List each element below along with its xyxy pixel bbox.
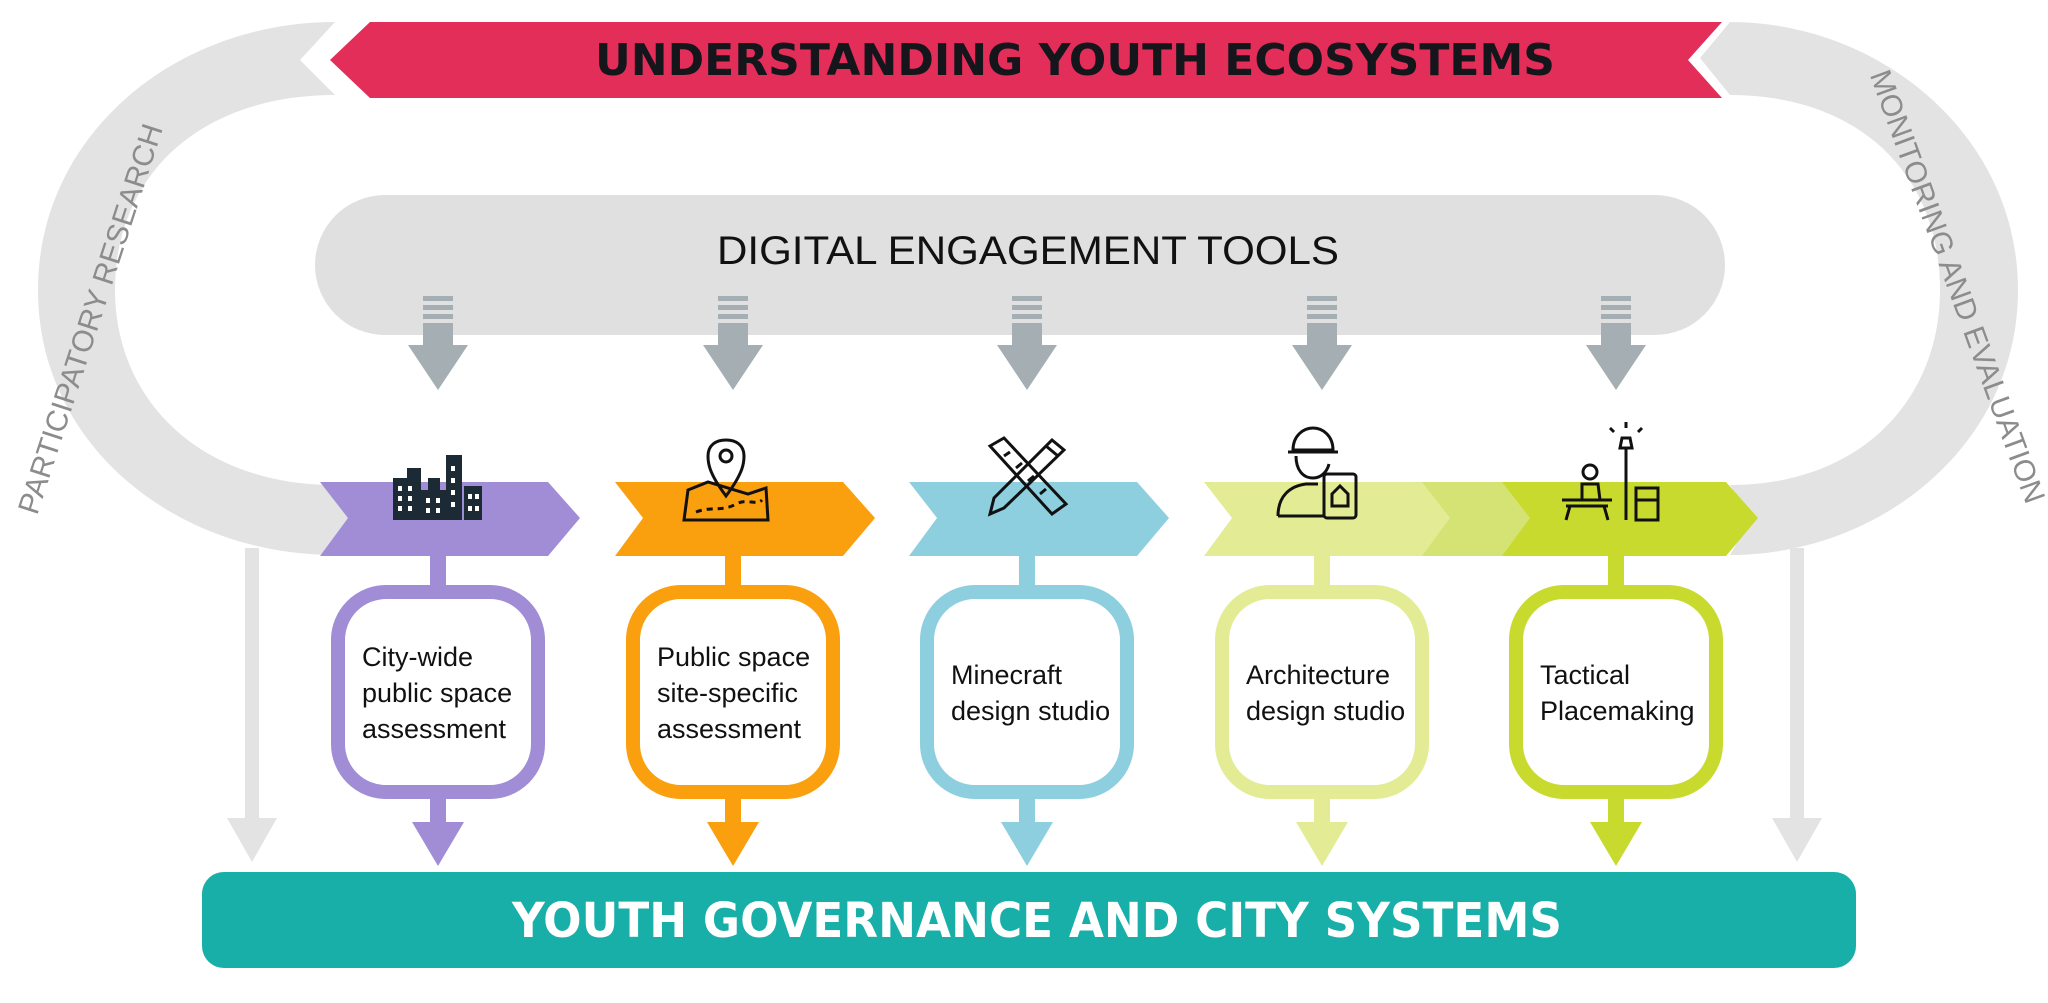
stage-down-arrow [1001,822,1053,866]
left-side-down-arrow [227,548,277,862]
stage-down-connector [725,798,741,824]
stage-down-arrow [412,822,464,866]
top-banner-title: UNDERSTANDING YOUTH ECOSYSTEMS [595,35,1555,86]
stage-connector [430,556,446,586]
tool-down-arrow [1292,296,1352,390]
stage-connector [1314,556,1330,586]
stage-box [331,585,545,799]
stage-connector [1608,556,1624,586]
stage-label-line: City-wide [362,642,473,672]
stage-down-connector [1314,798,1330,824]
stage-down-connector [1019,798,1035,824]
bottom-banner-title: YOUTH GOVERNANCE AND CITY SYSTEMS [511,893,1562,949]
stage-card: Public space site-specific assessment [626,556,840,866]
stage-label-line: Placemaking [1540,696,1695,726]
stage-down-arrow [1590,822,1642,866]
digital-tools-title: DIGITAL ENGAGEMENT TOOLS [717,229,1339,273]
stage-card: Architecture design studio [1215,556,1429,866]
tool-down-arrow [1586,296,1646,390]
stage-label-line: design studio [951,696,1110,726]
linking-chevron [1422,482,1530,556]
bottom-banner-shape [202,872,1856,968]
digital-tool-arrows [408,296,1646,390]
architect-icon [1276,426,1358,520]
stage-connector [725,556,741,586]
tool-down-arrow [408,296,468,390]
stage-chevron [1498,482,1758,556]
stage-label-line: site-specific [657,678,798,708]
stage-label-line: design studio [1246,696,1405,726]
stage-card: City-wide public space assessment [331,556,545,866]
map-pin-icon [682,438,770,522]
right-side-down-arrow [1772,548,1822,862]
stage-down-connector [1608,798,1624,824]
digital-tools-pill [315,195,1725,335]
stage-label-line: assessment [362,714,507,744]
right-loop-arrow [1700,22,2018,555]
stage-label-line: Minecraft [951,660,1063,690]
stage-down-arrow [1296,822,1348,866]
stage-card: Minecraft design studio [920,556,1134,866]
feedback-loop [38,22,2018,555]
stage-label-line: Public space [657,642,810,672]
stage-connector [1019,556,1035,586]
ruler-pencil-icon [987,436,1069,517]
stage-label-line: Architecture [1246,660,1390,690]
tool-down-arrow [997,296,1057,390]
city-buildings-icon [393,455,482,520]
bench-streetlight-icon [1562,422,1660,522]
stage-label-line: Tactical [1540,660,1630,690]
stage-down-connector [430,798,446,824]
stage-box [920,585,1134,799]
left-loop-arrow [38,22,355,555]
top-banner-shape [330,22,1722,98]
stage-chevrons [320,482,1758,556]
stage-box [1509,585,1723,799]
stage-label-line: public space [362,678,512,708]
stage-chevron [909,482,1169,556]
stage-box [626,585,840,799]
stage-box [1215,585,1429,799]
stage-down-arrow [707,822,759,866]
tool-down-arrow [703,296,763,390]
stage-label-line: assessment [657,714,802,744]
